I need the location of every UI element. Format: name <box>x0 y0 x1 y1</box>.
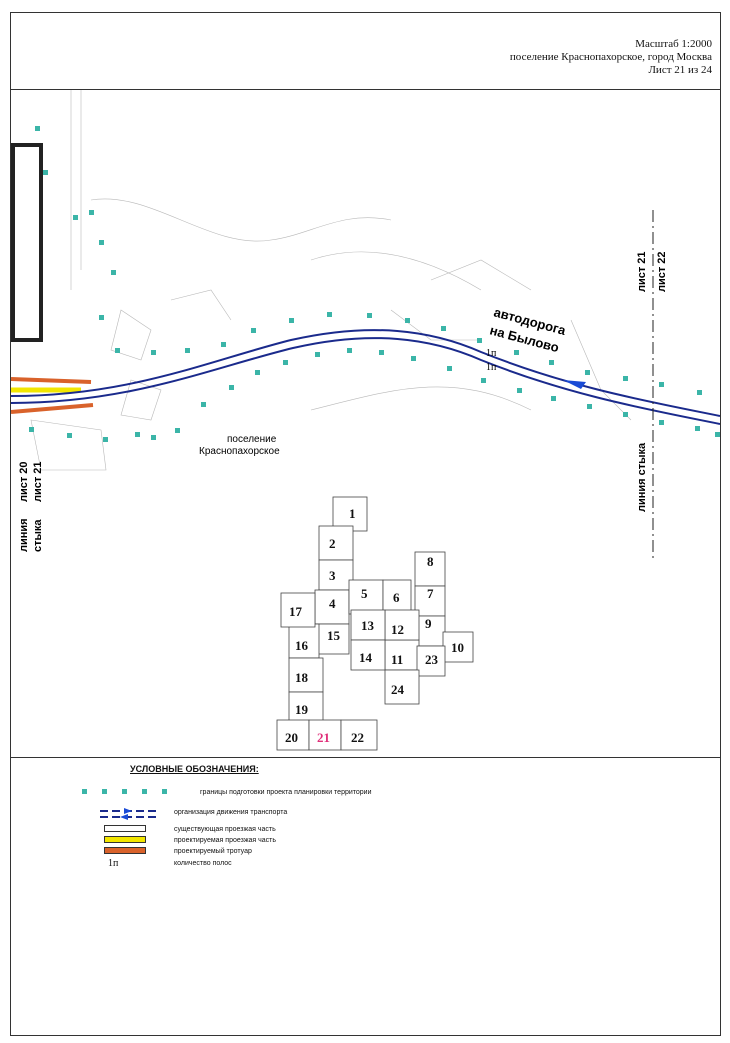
index-label: 10 <box>451 640 464 655</box>
settlement-label-2: Краснопахорское <box>199 446 280 457</box>
index-label: 2 <box>329 536 336 551</box>
index-label: 7 <box>427 586 434 601</box>
legend-item-existing: существующая проезжая часть <box>100 823 276 835</box>
index-cell <box>280 592 316 628</box>
index-label: 19 <box>295 702 309 717</box>
index-cell <box>288 691 324 723</box>
index-label: 13 <box>361 618 375 633</box>
index-label: 20 <box>285 730 298 745</box>
legend-item-sidewalk: проектируемый тротуар <box>100 845 252 857</box>
designed-sidewalk-swatch <box>104 847 146 854</box>
index-label: 16 <box>295 638 309 653</box>
legend-item-traffic: организация движения транспорта <box>100 806 287 820</box>
left-joint-sheet21: лист 21 <box>32 461 44 502</box>
right-joint-sheet21: лист 21 <box>636 251 648 292</box>
index-label-current: 21 <box>317 730 330 745</box>
location-text: поселение Краснопахорское, город Москва <box>509 51 712 63</box>
index-label: 22 <box>351 730 364 745</box>
index-cell <box>350 639 386 671</box>
index-cell <box>288 657 324 693</box>
index-label: 1 <box>349 506 356 521</box>
index-label: 17 <box>289 604 303 619</box>
index-cell <box>414 585 446 617</box>
index-label: 3 <box>329 568 336 583</box>
right-joint-line: линия стыка <box>636 442 648 512</box>
settlement-label-1: поселение <box>227 434 277 445</box>
legend-item-boundary: границы подготовки проекта планировки те… <box>82 786 372 798</box>
index-label: 11 <box>391 652 403 667</box>
index-label: 18 <box>295 670 309 685</box>
left-joint-labels: линия стыка лист 20 лист 21 <box>18 461 44 552</box>
topo-base <box>30 90 632 471</box>
legend-item-lanes: 1п количество полос <box>100 857 232 869</box>
index-label: 14 <box>359 650 373 665</box>
index-label: 8 <box>427 554 434 569</box>
map-canvas: автодорога на Былово 1п 1п поселение Кра… <box>11 90 720 751</box>
scale-text: Масштаб 1:2000 <box>635 38 712 50</box>
legend-item-designed: проектируемая проезжая часть <box>100 834 276 846</box>
index-label: 15 <box>327 628 341 643</box>
legend-label: границы подготовки проекта планировки те… <box>200 788 372 796</box>
index-cell <box>416 645 446 677</box>
right-joint-sheet22: лист 22 <box>656 251 668 292</box>
boundary-dots-south <box>29 348 720 442</box>
index-cell <box>414 551 446 587</box>
designed-carriageway-swatch <box>104 836 146 843</box>
lanes-label-bottom: 1п <box>486 362 497 373</box>
legend-label: существующая проезжая часть <box>174 825 276 833</box>
index-label: 12 <box>391 622 404 637</box>
title-divider <box>10 89 721 90</box>
boundary-dots-symbol <box>82 787 167 797</box>
index-label: 9 <box>425 616 432 631</box>
boundary-dots-north <box>35 126 702 395</box>
traffic-direction-arrow <box>563 380 586 389</box>
existing-carriageway-swatch <box>104 825 146 832</box>
index-cell <box>350 609 386 641</box>
index-label: 23 <box>425 652 439 667</box>
title-block: Масштаб 1:2000 поселение Краснопахорское… <box>510 38 712 77</box>
left-joint-stitch: стыка <box>32 519 44 552</box>
sheet-index-map <box>276 496 474 751</box>
left-joint-sheet20: лист 20 <box>18 461 30 502</box>
legend-label: проектируемый тротуар <box>174 847 252 855</box>
traffic-arrows-symbol <box>100 807 156 820</box>
left-joint-line: линия <box>18 518 30 552</box>
index-label: 5 <box>361 586 368 601</box>
drawing-frame <box>10 12 721 1036</box>
legend-label: организация движения транспорта <box>174 808 288 816</box>
index-cell <box>340 719 378 751</box>
legend-label: количество полос <box>174 859 232 867</box>
legend-divider <box>10 757 721 758</box>
index-cell <box>384 609 420 641</box>
right-joint-labels: линия стыка лист 21 лист 22 <box>636 251 668 512</box>
index-cell <box>314 623 350 655</box>
sheet-index-labels: 1 2 3 4 5 6 7 8 9 10 11 12 13 14 15 16 1… <box>285 506 464 745</box>
index-label: 24 <box>391 682 405 697</box>
joint-road-stubs <box>11 377 94 414</box>
index-label: 6 <box>393 590 400 605</box>
index-cell <box>384 669 420 705</box>
main-road <box>11 329 720 425</box>
lanes-label-top: 1п <box>486 348 497 359</box>
sheet-number-text: Лист 21 из 24 <box>648 64 712 76</box>
index-cell <box>318 525 354 561</box>
lane-count-sample: 1п <box>108 858 119 869</box>
legend-label: проектируемая проезжая часть <box>174 836 277 844</box>
index-label: 4 <box>329 596 336 611</box>
legend-title: УСЛОВНЫЕ ОБОЗНАЧЕНИЯ: <box>130 764 259 774</box>
building-outline <box>11 143 43 342</box>
index-cell <box>318 559 354 591</box>
index-cell <box>442 631 474 663</box>
index-cell <box>384 639 420 671</box>
index-cell <box>348 579 384 615</box>
